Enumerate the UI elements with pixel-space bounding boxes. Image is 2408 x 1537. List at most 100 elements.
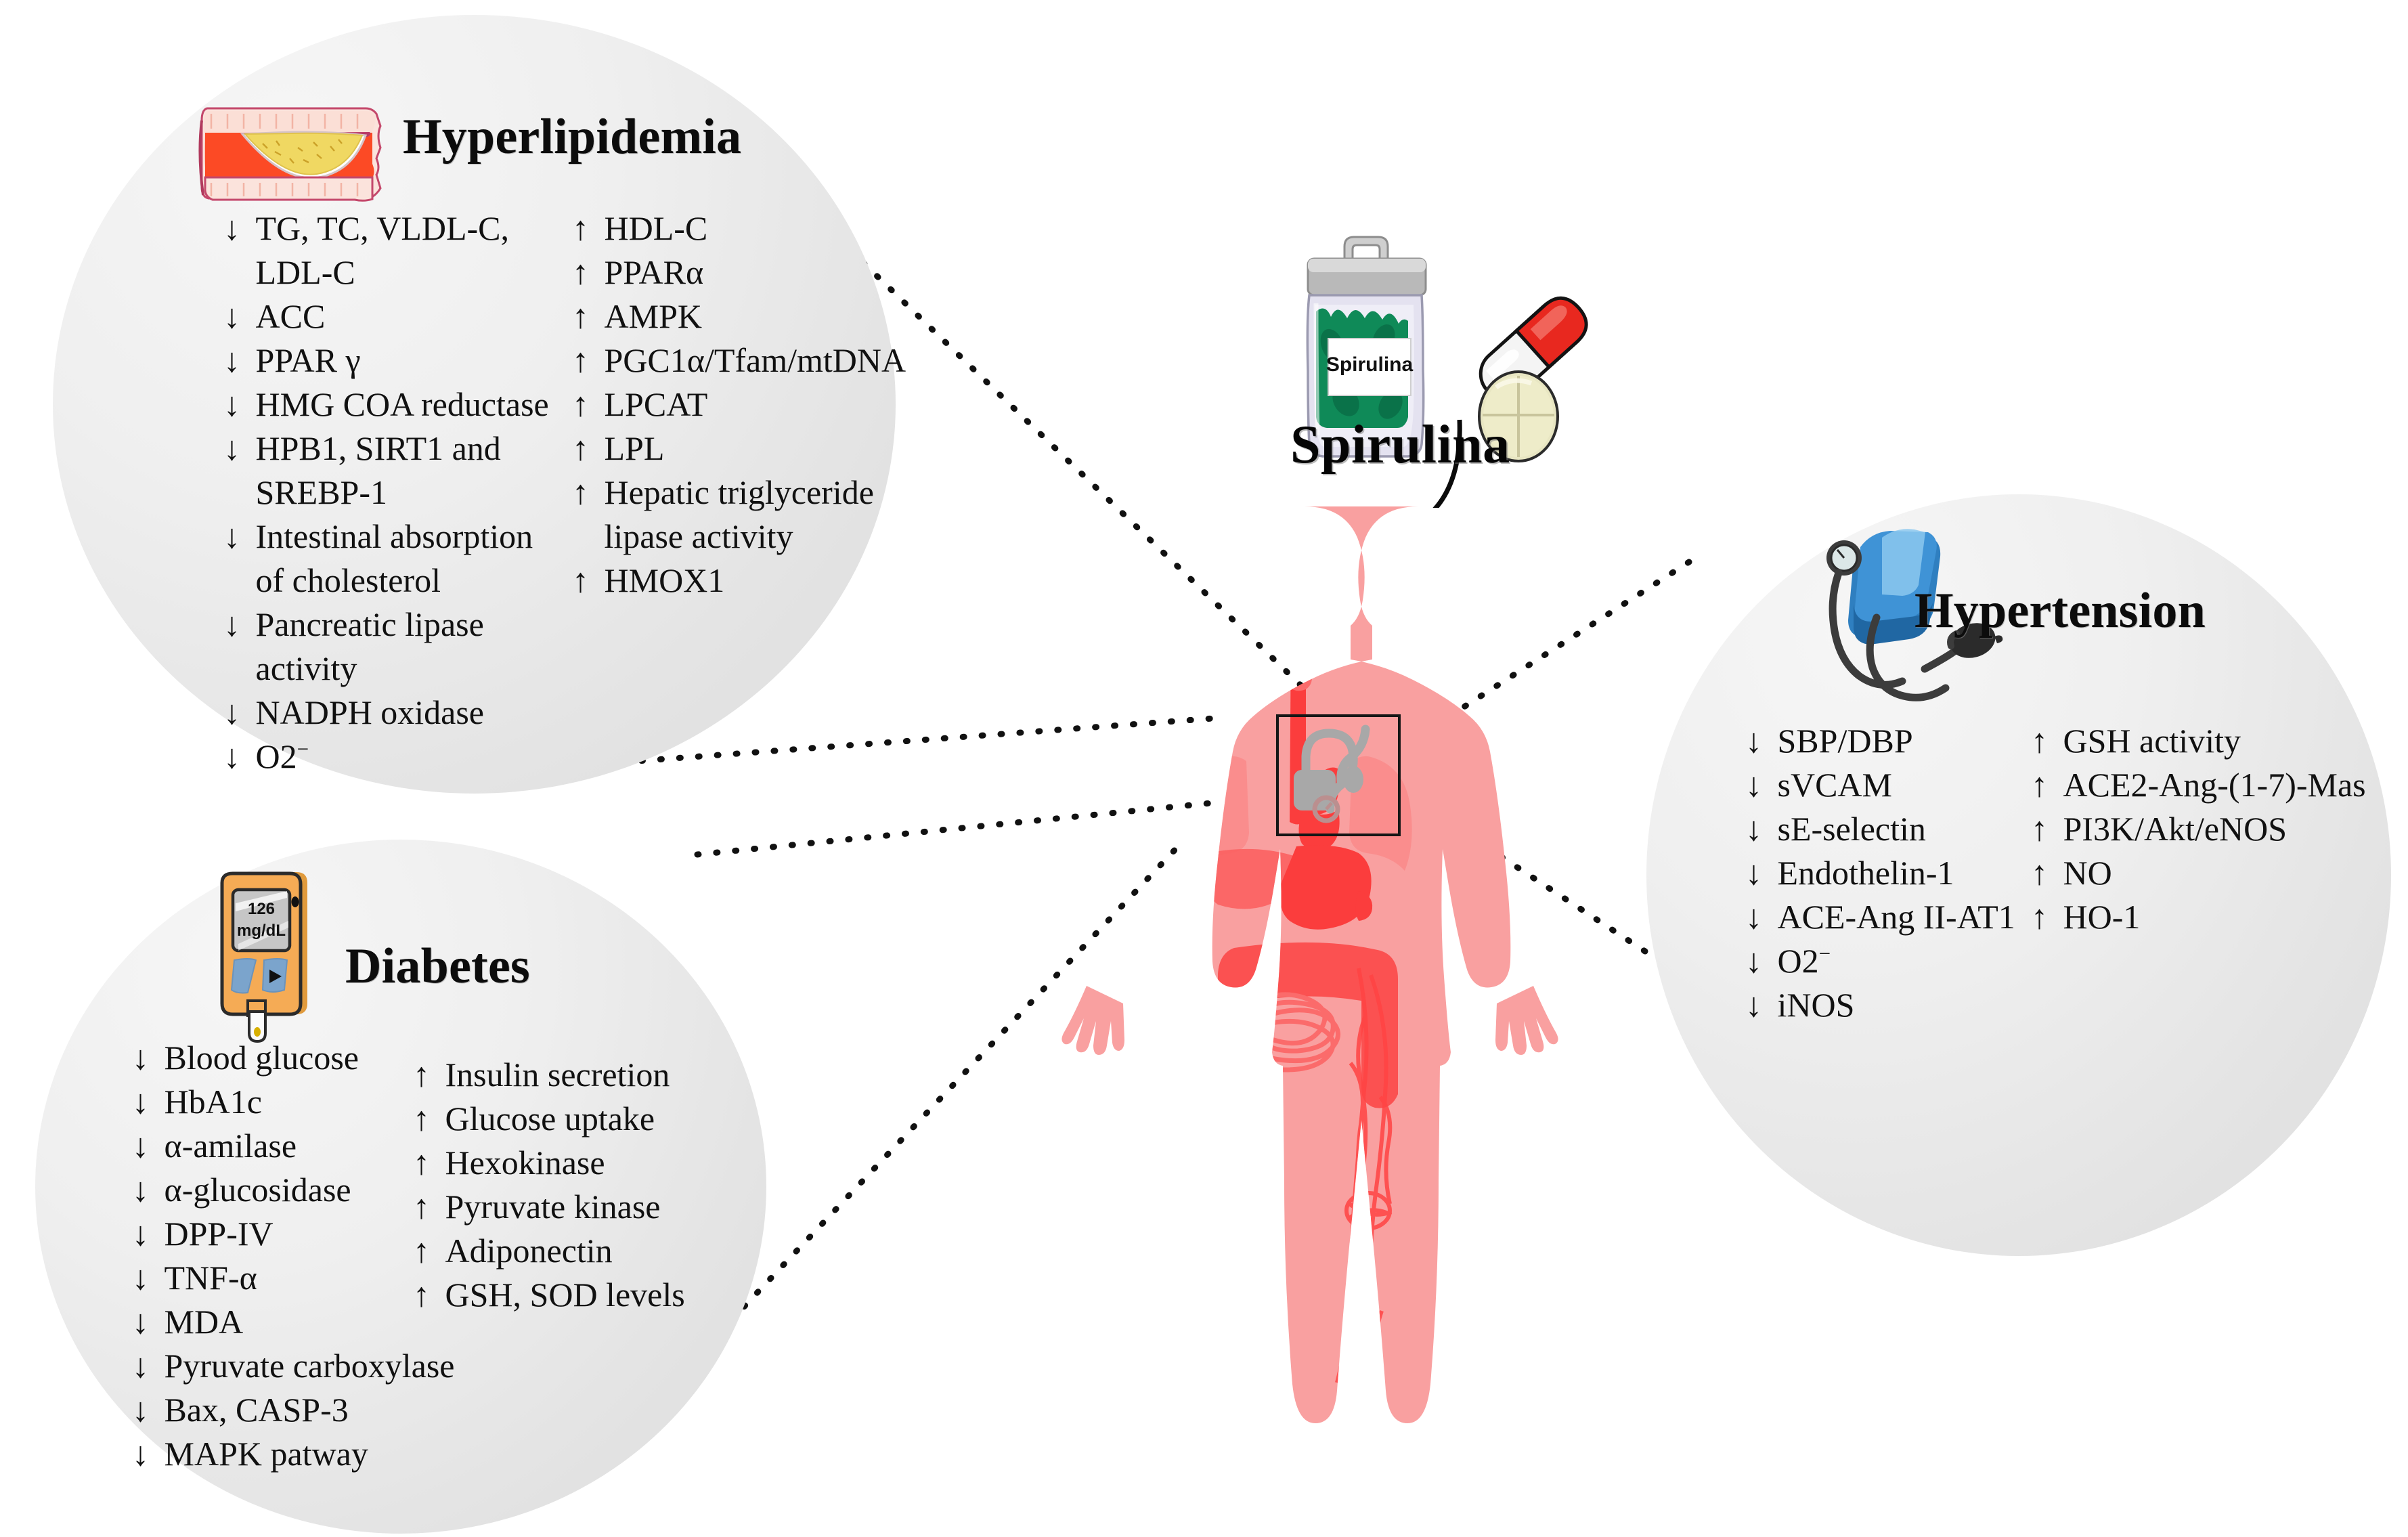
list-item: ↓ HPB1, SIRT1 and [223, 427, 589, 471]
list-item: ↓HbA1c [132, 1080, 484, 1124]
list-item: ↑ Insulin secretion [413, 1053, 731, 1097]
hyperlipidemia-increase-list: ↑HDL-C↑PPARα↑AMPK↑PGC1α/Tfam/mtDNA↑LPCAT… [572, 207, 911, 603]
list-item-label: DPP-IV [164, 1215, 273, 1253]
list-item-label: activity [255, 649, 357, 687]
spirulina-bottle-icon: Spirulina [1306, 236, 1427, 458]
spirulina-product-icon: Spirulina [1306, 236, 1588, 508]
list-item: ↓ α-glucosidase [132, 1168, 484, 1212]
bubble-diabetes[interactable] [35, 840, 766, 1534]
list-item-label: HO-1 [2063, 898, 2141, 936]
bottle-label-text: Spirulina [1326, 353, 1414, 376]
list-item: ↓NADPH oxidase [223, 691, 589, 735]
list-item: ↓O2− [1745, 939, 2036, 983]
list-item: ↑ AMPK [572, 295, 911, 339]
list-item-label: HDL-C [604, 209, 708, 247]
arrow-up-icon: ↑ [413, 1144, 430, 1182]
list-item-label: HPB1, SIRT1 and [255, 429, 501, 467]
list-item: ↑NO [2031, 851, 2383, 895]
list-item-label: Bax, CASP-3 [164, 1391, 349, 1429]
bubble-hypertension[interactable] [1646, 494, 2391, 1256]
list-item-label: Glucose uptake [445, 1100, 655, 1138]
arrow-down-icon: ↓ [132, 1303, 149, 1341]
list-item: ↓MDA [132, 1300, 484, 1344]
arrow-up-icon: ↑ [572, 429, 589, 467]
arrow-down-icon: ↓ [132, 1215, 149, 1253]
list-item-label: GSH activity [2063, 722, 2241, 760]
list-item: ↓TG, TC, VLDL-C, [223, 207, 589, 251]
arrow-up-icon: ↑ [413, 1232, 430, 1270]
list-item-label: MAPK patway [164, 1435, 368, 1473]
list-item: ↓Blood glucose [132, 1036, 484, 1080]
list-item-label: O2− [255, 737, 309, 775]
organ-highlight-box[interactable] [1276, 714, 1401, 836]
list-item: ↑HMOX1 [572, 559, 911, 603]
arrow-down-icon: ↓ [1745, 854, 1762, 892]
list-item: ↓ DPP-IV [132, 1212, 484, 1256]
human-body-icon [1061, 506, 1558, 1423]
arrow-up-icon: ↑ [413, 1100, 430, 1138]
list-item-label: α-glucosidase [164, 1171, 351, 1209]
arrow-down-icon: ↓ [223, 341, 240, 379]
arrow-down-icon: ↓ [132, 1171, 149, 1209]
list-item-label: LPL [604, 429, 665, 467]
list-item-label: TNF-α [164, 1259, 257, 1297]
list-item-label: lipase activity [604, 517, 793, 555]
arrow-up-icon: ↑ [572, 561, 589, 599]
blood-pressure-monitor-icon [1826, 529, 2003, 701]
list-item-label: α-amilase [164, 1127, 297, 1165]
arrow-up-icon: ↑ [2031, 898, 2048, 936]
list-item: ↓Intestinal absorption [223, 515, 589, 559]
arrow-up-icon: ↑ [572, 473, 589, 511]
arrow-down-icon: ↓ [132, 1127, 149, 1165]
list-item: ↓ Pyruvate carboxylase [132, 1344, 484, 1388]
list-item: ↓Bax, CASP-3 [132, 1388, 484, 1432]
list-item-label: Adiponectin [445, 1232, 613, 1270]
arrow-up-icon: ↑ [413, 1276, 430, 1314]
arrow-up-icon: ↑ [572, 253, 589, 291]
stethoscope-icon [1294, 724, 1370, 823]
list-item: ↑ Adiponectin [413, 1229, 731, 1273]
list-item-label: Pyruvate carboxylase [164, 1347, 455, 1385]
diabetes-increase-list: ↑Insulin secretion↑Glucose uptake↑Hexoki… [413, 1053, 731, 1317]
list-item: activity [223, 647, 589, 691]
arrow-icon [1432, 419, 1462, 508]
artery-plaque-icon [198, 107, 382, 202]
list-item-label: PGC1α/Tfam/mtDNA [604, 341, 906, 379]
list-item-label: HbA1c [164, 1083, 262, 1121]
list-item: ↑ HO-1 [2031, 895, 2383, 939]
arrow-down-icon: ↓ [223, 693, 240, 731]
list-item: ↑ GSH, SOD levels [413, 1273, 731, 1317]
list-item: ↑LPCAT [572, 383, 911, 427]
arrow-up-icon: ↑ [2031, 766, 2048, 804]
bubble-hyperlipidemia[interactable] [53, 15, 896, 794]
list-item-label: Insulin secretion [445, 1056, 670, 1094]
arrow-down-icon: ↓ [132, 1259, 149, 1297]
arrow-up-icon: ↑ [413, 1056, 430, 1094]
list-item-label: HMG COA reductase [255, 385, 549, 423]
list-item-label: AMPK [604, 297, 702, 335]
arrow-down-icon: ↓ [1745, 766, 1762, 804]
arrow-down-icon: ↓ [132, 1039, 149, 1077]
list-item: ↓MAPK patway [132, 1432, 484, 1476]
arrow-down-icon: ↓ [132, 1347, 149, 1385]
list-item-label: sVCAM [1777, 766, 1892, 804]
list-item: ↓Pancreatic lipase [223, 603, 589, 647]
arrow-down-icon: ↓ [223, 429, 240, 467]
hypertension-decrease-list: ↓SBP/DBP↓sVCAM↓sE-selectin↓Endothelin-1↓… [1745, 719, 2036, 1027]
arrow-up-icon: ↑ [413, 1188, 430, 1226]
list-item: ↓ACE-Ang II-AT1 [1745, 895, 2036, 939]
list-item-label: O2− [1777, 941, 1831, 980]
arrow-up-icon: ↑ [572, 297, 589, 335]
list-item-label: SBP/DBP [1777, 722, 1913, 760]
arrow-up-icon: ↑ [2031, 854, 2048, 892]
list-item-label: LDL-C [255, 253, 355, 291]
list-item: ↑Pyruvate kinase [413, 1185, 731, 1229]
list-item-label: Intestinal absorption [255, 517, 533, 555]
list-item: ↓ α-amilase [132, 1124, 484, 1168]
list-item-label: GSH, SOD levels [445, 1276, 685, 1314]
list-item: of cholesterol [223, 559, 589, 603]
list-item: ↓HMG COA reductase [223, 383, 589, 427]
list-item: ↓ TNF-α [132, 1256, 484, 1300]
list-item-label: PI3K/Akt/eNOS [2063, 810, 2287, 848]
hypertension-increase-list: ↑GSH activity↑ACE2-Ang-(1-7)-Mas↑PI3K/Ak… [2031, 719, 2383, 939]
